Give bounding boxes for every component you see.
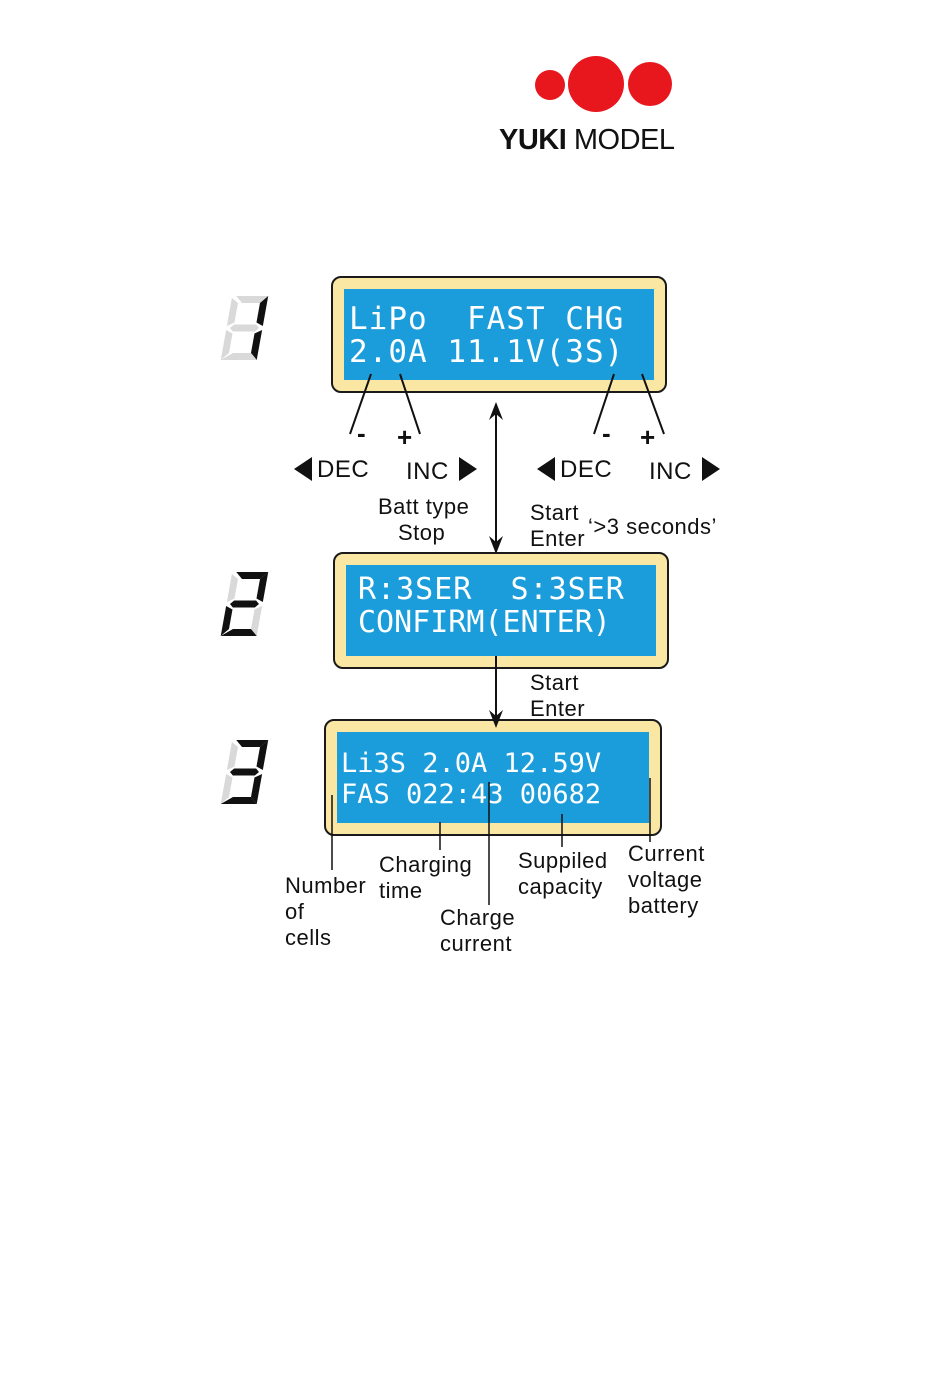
current-label-line-2: current — [440, 931, 512, 957]
step-number-1: 1 — [0, 0, 1, 1]
step-number-3: 3 — [0, 4, 1, 5]
time-label-line-2: time — [379, 878, 423, 904]
inc-label-left: INC — [406, 459, 449, 485]
inc-right-triangle-icon — [702, 457, 720, 481]
stop-label: Stop — [398, 520, 445, 546]
time-label-line-1: Charging — [379, 852, 472, 878]
cells-label-line-3: cells — [285, 925, 332, 951]
plus-sign-left: + — [397, 424, 412, 450]
enter-label-upper: Enter — [530, 526, 585, 552]
dec-label-right: DEC — [560, 457, 612, 483]
voltage-label-line-3: battery — [628, 893, 699, 919]
start-label-upper: Start — [530, 500, 579, 526]
inc-label-right: INC — [649, 459, 692, 485]
cells-label-line-1: Number — [285, 873, 366, 899]
cells-label-line-2: of — [285, 899, 304, 925]
hold-duration-label: ‘>3 seconds’ — [588, 514, 717, 540]
enter-label-lower: Enter — [530, 696, 585, 722]
batt-type-label: Batt type — [378, 494, 469, 520]
dec-right-triangle-icon — [537, 457, 555, 481]
dec-left-triangle-icon — [294, 457, 312, 481]
minus-sign-right: - — [602, 420, 611, 446]
inc-left-triangle-icon — [459, 457, 477, 481]
voltage-label-line-1: Current — [628, 841, 705, 867]
plus-sign-right: + — [640, 424, 655, 450]
capacity-label-line-1: Suppiled — [518, 848, 608, 874]
capacity-label-line-2: capacity — [518, 874, 603, 900]
start-label-lower: Start — [530, 670, 579, 696]
step-number-2: 2 — [0, 2, 1, 3]
minus-sign-left: - — [357, 420, 366, 446]
voltage-label-line-2: voltage — [628, 867, 702, 893]
current-label-line-1: Charge — [440, 905, 515, 931]
dec-label-left: DEC — [317, 457, 369, 483]
